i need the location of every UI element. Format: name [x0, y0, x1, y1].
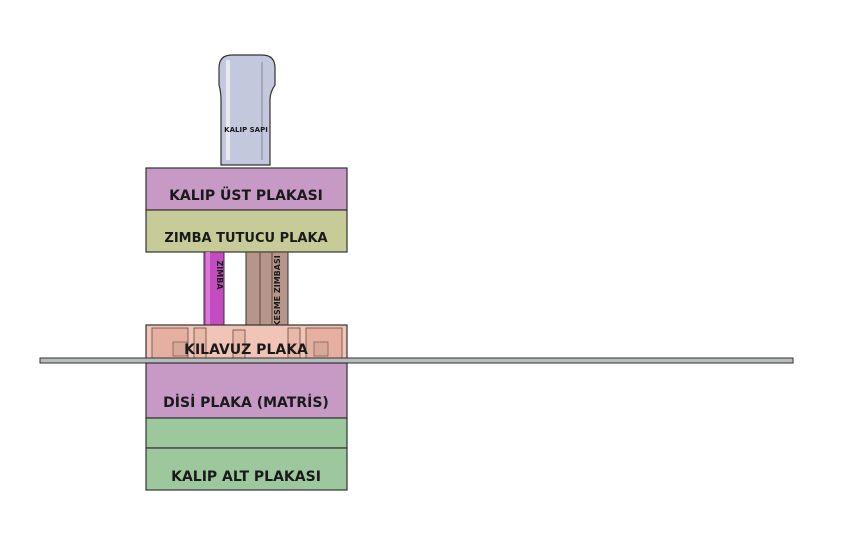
stripper-plate: KILAVUZ PLAKA — [145, 324, 348, 362]
top-plate: KALIP ÜST PLAKASI — [145, 167, 348, 211]
top-plate-label: KALIP ÜST PLAKASI — [169, 186, 323, 204]
die-plate-label: DİSİ PLAKA (MATRİS) — [163, 394, 329, 411]
punch: ZIMBA — [203, 251, 225, 331]
die-plate: DİSİ PLAKA (MATRİS) — [145, 362, 348, 419]
cutting-punch-label: KESME ZIMBASI — [273, 255, 282, 326]
die-shank: KALIP SAPI — [218, 54, 276, 166]
bottom-plate-label: KALIP ALT PLAKASI — [171, 469, 321, 485]
stripper-label: KILAVUZ PLAKA — [184, 342, 308, 358]
punch-holder-label: ZIMBA TUTUCU PLAKA — [164, 231, 327, 246]
shank-label: KALIP SAPI — [224, 126, 268, 134]
cutting-punch: KESME ZIMBASI — [245, 251, 289, 331]
punch-holder-plate: ZIMBA TUTUCU PLAKA — [145, 209, 348, 253]
strip-material — [39, 357, 794, 364]
punch-label: ZIMBA — [215, 260, 224, 290]
bottom-plate: KALIP ALT PLAKASI — [145, 417, 348, 491]
